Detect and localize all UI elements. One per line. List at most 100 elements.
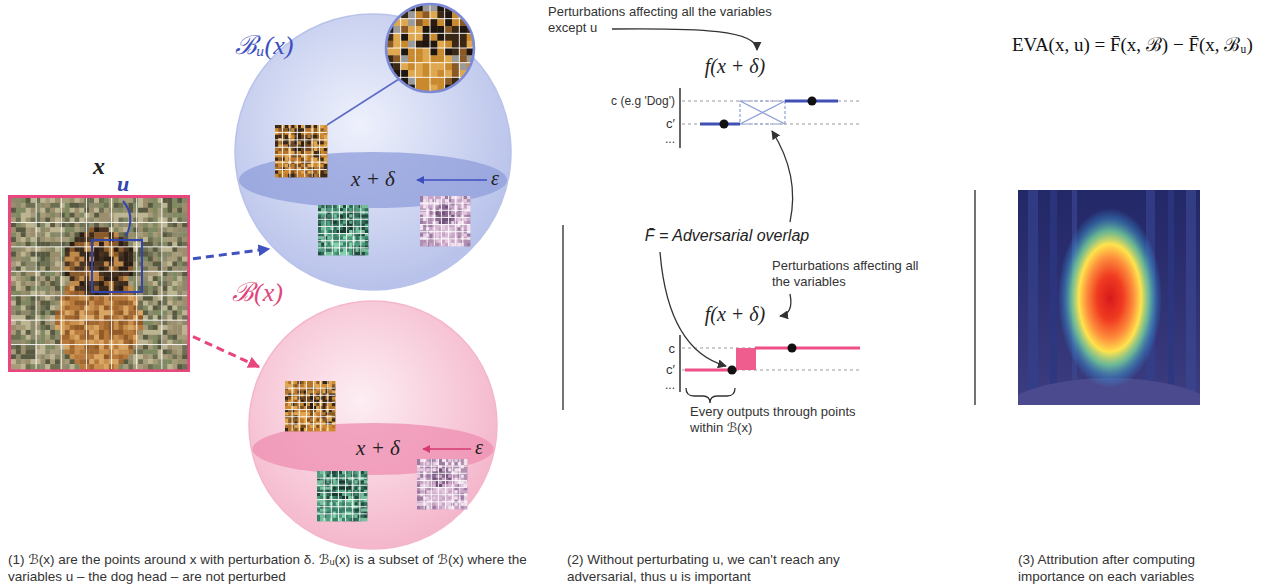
- pixel-image: [177, 208, 182, 213]
- pixel-image: [40, 349, 45, 354]
- pixel-image: [65, 359, 70, 364]
- pixel-image: [324, 174, 328, 178]
- pixel-image: [285, 164, 289, 168]
- pixel-image: [445, 218, 449, 222]
- pixel-image: [50, 335, 55, 340]
- output-chart-bottom: [682, 370, 860, 371]
- pixel-image: [79, 237, 84, 242]
- pixel-image: [143, 203, 148, 208]
- pixel-image: [70, 330, 75, 335]
- pixel-image: [55, 208, 60, 213]
- pixel-image: [16, 330, 21, 335]
- output-chart-top: [680, 88, 860, 148]
- pixel-image: [177, 320, 182, 325]
- pixel-image: [60, 354, 65, 359]
- pixel-image: [445, 199, 449, 203]
- pixel-image: [26, 213, 31, 218]
- pixel-image: [104, 364, 109, 369]
- pixel-image: [153, 247, 158, 252]
- pixel-image: [45, 213, 50, 218]
- pixel-image: [423, 196, 427, 200]
- pixel-image: [291, 128, 295, 132]
- pixel-image: [318, 205, 322, 209]
- pixel-image: [79, 325, 84, 330]
- pixel-image: [172, 222, 177, 227]
- pixel-image: [148, 364, 153, 369]
- pixel-image: [167, 345, 172, 350]
- pixel-image: [70, 354, 75, 359]
- pixel-image: [167, 320, 172, 325]
- pixel-image: [138, 364, 143, 369]
- pixel-image: [16, 364, 21, 369]
- ball-equator: [239, 152, 507, 208]
- pixel-image: [163, 296, 168, 301]
- pixel-image: [133, 354, 138, 359]
- pixel-image: [172, 305, 177, 310]
- pixel-image: [31, 335, 36, 340]
- pixel-image: [11, 208, 16, 213]
- pixel-image: [94, 310, 99, 315]
- pixel-image: [60, 349, 65, 354]
- pixel-image: [182, 281, 187, 286]
- pixel-image: [75, 252, 80, 257]
- pixel-image: [99, 335, 104, 340]
- attribution-heatmap: [1028, 190, 1038, 405]
- pixel-image: [26, 237, 31, 242]
- pixel-image: [163, 232, 168, 237]
- pixel-image: [291, 158, 295, 162]
- pixel-image: [153, 232, 158, 237]
- pixel-image: [314, 158, 318, 162]
- pixel-image: [65, 335, 70, 340]
- pixel-image: [50, 349, 55, 354]
- pixel-image: [50, 203, 55, 208]
- pixel-image: [301, 158, 305, 162]
- pixel-image: [128, 232, 133, 237]
- pixel-image: [11, 296, 16, 301]
- pixel-image: [285, 171, 289, 175]
- ball-outline: [235, 14, 511, 290]
- pixel-image: [79, 271, 84, 276]
- pixel-image: [70, 276, 75, 281]
- pixel-image: [308, 151, 312, 155]
- pixel-image: [138, 305, 143, 310]
- pixel-image: [16, 301, 21, 306]
- pixel-image: [464, 199, 468, 203]
- pixel-image: [40, 213, 45, 218]
- pixel-image: [75, 286, 80, 291]
- pixel-image: [308, 174, 312, 178]
- pixel-image: [138, 320, 143, 325]
- pixel-image: [114, 232, 119, 237]
- pixel-image: [153, 310, 158, 315]
- pixel-image: [340, 243, 344, 247]
- pixel-image: [182, 335, 187, 340]
- pixel-image: [79, 227, 84, 232]
- pixel-image: [458, 218, 462, 222]
- pixel-image: [133, 257, 138, 262]
- pixel-image: [16, 232, 21, 237]
- pixel-image: [60, 286, 65, 291]
- pixel-image: [365, 214, 369, 218]
- pixel-image: [55, 222, 60, 227]
- pixel-image: [114, 325, 119, 330]
- pixel-image: [11, 345, 16, 350]
- pixel-image: [40, 305, 45, 310]
- pixel-image: [143, 271, 148, 276]
- pixel-image: [84, 232, 89, 237]
- pixel-image: [79, 320, 84, 325]
- pixel-image: [60, 281, 65, 286]
- pixel-image: [84, 203, 89, 208]
- pixel-image: [356, 205, 360, 209]
- pixel-image: [50, 213, 55, 218]
- pixel-image: [182, 276, 187, 281]
- pixel-image: [308, 164, 312, 168]
- pixel-image: [119, 286, 124, 291]
- pixel-image: [123, 320, 128, 325]
- pixel-image: [167, 208, 172, 213]
- pixel-image: [153, 354, 158, 359]
- pixel-image: [285, 158, 289, 162]
- pixel-image: [45, 208, 50, 213]
- pixel-image: [31, 232, 36, 237]
- input-variable-label: x: [93, 152, 105, 181]
- pixel-image: [429, 199, 433, 203]
